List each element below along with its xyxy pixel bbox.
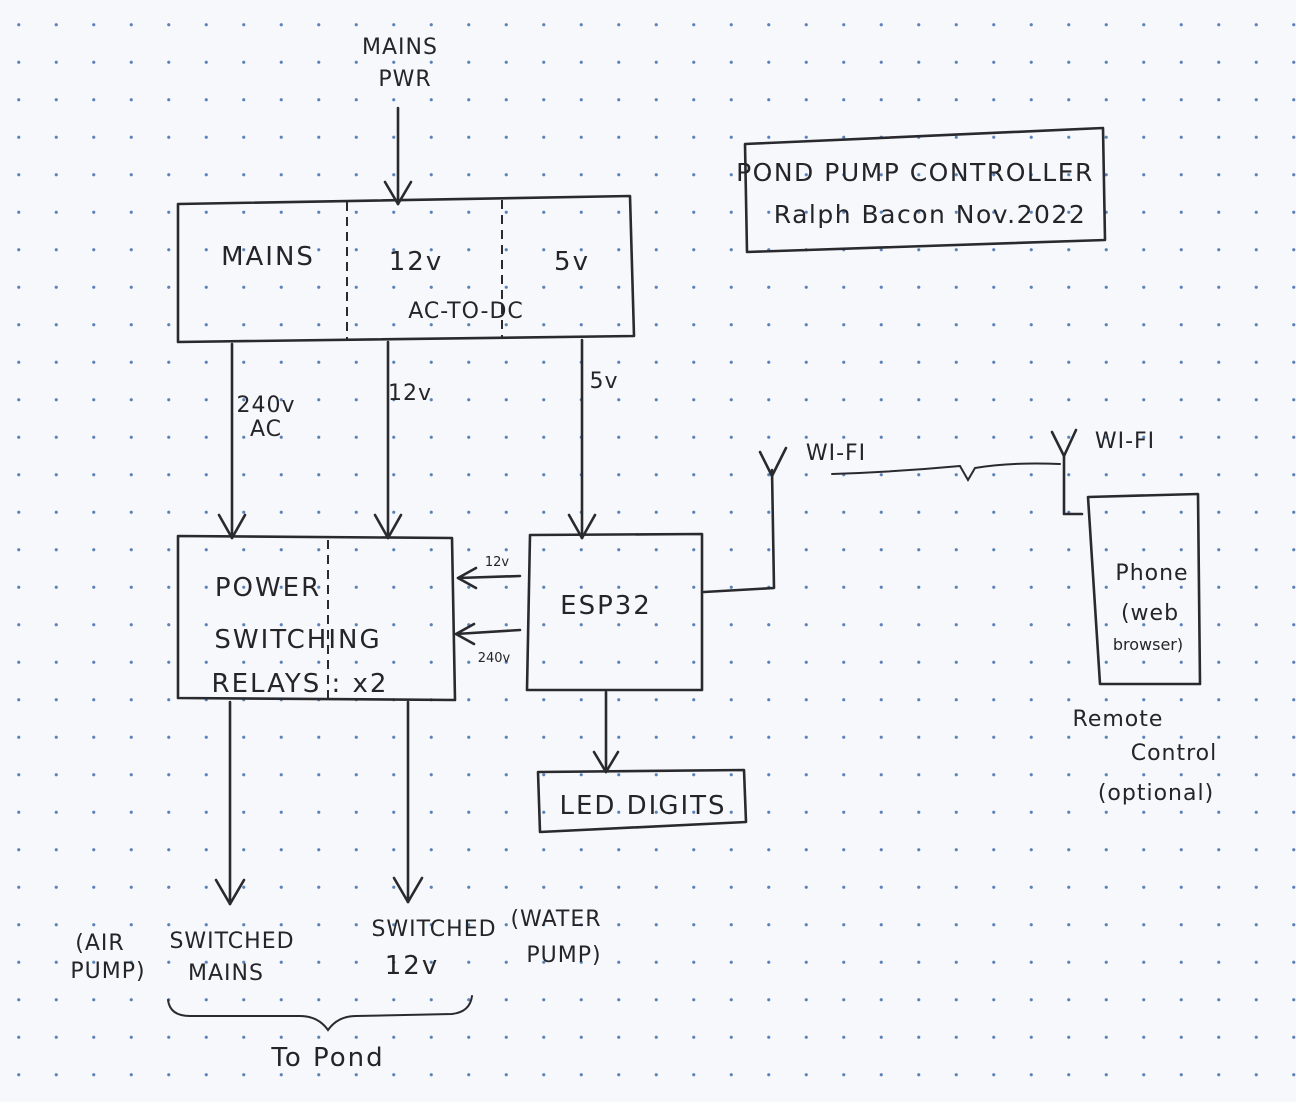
label-5v: 5v bbox=[589, 369, 618, 394]
label-240v: 240v bbox=[236, 393, 295, 418]
switched-12v-line1: SWITCHED bbox=[371, 917, 496, 942]
air-pump-note: (AIR PUMP) bbox=[70, 931, 145, 984]
switched-mains-label: SWITCHED MAINS bbox=[169, 929, 294, 986]
arrow-240v bbox=[217, 342, 247, 540]
relay-box: POWER SWITCHING RELAYS : x2 bbox=[176, 534, 457, 702]
psu-caption: AC-TO-DC bbox=[408, 299, 524, 324]
arrow-switched-mains bbox=[214, 700, 246, 906]
control-arrow-240v bbox=[454, 622, 522, 646]
label-ac: AC bbox=[250, 417, 282, 442]
mains-input-label: MAINS PWR bbox=[362, 35, 438, 92]
phone-line3: browser) bbox=[1113, 635, 1183, 654]
remote-line2: Control bbox=[1131, 741, 1218, 766]
wifi-link-squiggle bbox=[831, 462, 1061, 482]
title-line2: Ralph Bacon Nov.2022 bbox=[774, 200, 1086, 229]
mains-input-line2: PWR bbox=[378, 67, 431, 92]
wifi-left-label: WI-FI bbox=[806, 441, 866, 466]
mains-input-line1: MAINS bbox=[362, 35, 438, 60]
remote-note: Remote Control (optional) bbox=[1073, 707, 1218, 806]
remote-line1: Remote bbox=[1073, 707, 1164, 732]
label-12v: 12v bbox=[388, 381, 432, 406]
phone-line2: (web bbox=[1121, 601, 1179, 626]
phone-line1: Phone bbox=[1115, 561, 1188, 586]
led-box: LED DIGITS bbox=[536, 768, 748, 834]
switched-mains-line1: SWITCHED bbox=[169, 929, 294, 954]
wifi-right-label: WI-FI bbox=[1095, 429, 1155, 454]
remote-line3: (optional) bbox=[1098, 781, 1214, 806]
psu-section-12v: 12v bbox=[389, 247, 443, 277]
arrow-led bbox=[592, 690, 620, 774]
title-line1: POND PUMP CONTROLLER bbox=[736, 158, 1094, 187]
control-label-240v: 240v bbox=[478, 651, 511, 666]
water-pump-note: (WATER PUMP) bbox=[510, 907, 601, 968]
esp32-antenna-icon bbox=[702, 446, 788, 594]
air-pump-line2: PUMP) bbox=[70, 959, 145, 984]
psu-section-mains: MAINS bbox=[221, 242, 315, 272]
arrow-5v bbox=[567, 338, 597, 540]
air-pump-line1: (AIR bbox=[75, 931, 124, 956]
switched-12v-line2: 12v bbox=[385, 951, 439, 981]
relay-line2: SWITCHING bbox=[214, 625, 381, 655]
arrow-switched-12v bbox=[392, 700, 424, 904]
to-pond-brace bbox=[167, 995, 473, 1032]
arrow-12v bbox=[373, 340, 403, 540]
control-label-12v: 12v bbox=[485, 555, 510, 570]
to-pond-label: To Pond bbox=[270, 1043, 384, 1073]
phone-antenna-icon bbox=[1050, 428, 1084, 516]
relay-line3: RELAYS : x2 bbox=[212, 669, 389, 699]
title-box: POND PUMP CONTROLLER Ralph Bacon Nov.202… bbox=[736, 126, 1107, 254]
relay-line1: POWER bbox=[215, 573, 321, 603]
psu-section-5v: 5v bbox=[554, 247, 590, 277]
switched-12v-label: SWITCHED 12v bbox=[371, 917, 496, 981]
psu-box: MAINS 12v 5v AC-TO-DC bbox=[176, 194, 636, 344]
mains-input-arrow bbox=[383, 106, 413, 206]
esp32-label: ESP32 bbox=[560, 591, 652, 621]
phone-box: Phone (web browser) bbox=[1086, 492, 1202, 686]
esp32-box: ESP32 bbox=[525, 532, 704, 692]
led-label: LED DIGITS bbox=[559, 791, 726, 821]
water-pump-line2: PUMP) bbox=[526, 943, 601, 968]
water-pump-line1: (WATER bbox=[510, 907, 601, 932]
switched-mains-line2: MAINS bbox=[188, 961, 264, 986]
control-arrow-12v bbox=[456, 566, 522, 590]
